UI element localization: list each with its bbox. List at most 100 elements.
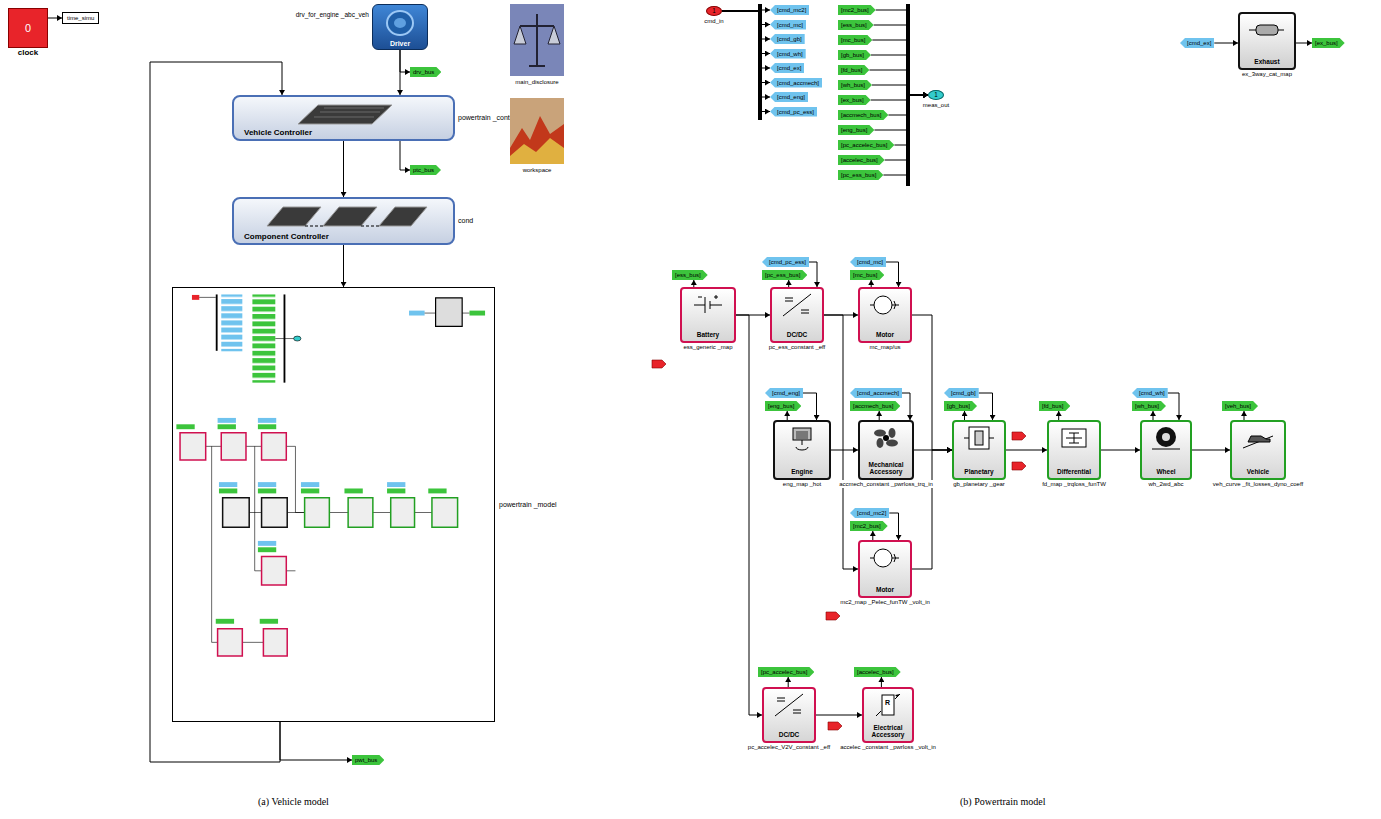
block-title: [cmd_mc]	[777, 21, 803, 29]
signal-line	[809, 262, 817, 287]
fan-icon	[868, 425, 904, 451]
subfigure-caption: (b) Powertrain model	[960, 796, 1046, 807]
block-title: [cmd_mc]	[857, 258, 883, 266]
goto-tag: [gb_bus]	[838, 50, 871, 60]
block-title: Vehicle	[1233, 469, 1283, 476]
block-label: accmech_constant _pwrloss_trq_in	[838, 480, 934, 488]
signal-line	[964, 411, 965, 420]
signal-line	[1214, 43, 1238, 44]
block-title: Differential	[1050, 469, 1098, 476]
controller-block: Component Controllercond	[232, 197, 455, 245]
block-title: [mc_bus]	[841, 36, 865, 44]
goto-tag: [pc_accelec_bus]	[838, 140, 894, 150]
signal-line	[871, 280, 872, 287]
goto-tag: [accmech_bus]	[838, 110, 888, 120]
signal-line	[693, 280, 694, 287]
block-title: time_simu	[67, 14, 94, 22]
signal-line	[343, 245, 344, 287]
from-tag: [cmd_ex]	[1180, 38, 1214, 48]
subfigure-caption: (a) Vehicle model	[258, 796, 329, 807]
signal-line	[280, 722, 352, 760]
goto-tag: [wh_bus]	[838, 80, 872, 90]
block-title: [gb_bus]	[947, 402, 970, 410]
goto-tag: [ess_bus]	[672, 270, 708, 280]
from-tag: [cmd_pc_ess]	[770, 107, 817, 117]
block-title: [cmd_ex]	[777, 64, 801, 72]
block-label: gb_planetary _gear	[952, 480, 1006, 488]
block-label: mc2_map _Pelec_funTW _volt_in	[839, 598, 931, 606]
block-title: [ess_bus]	[841, 21, 867, 29]
goto-tag: [accmech_bus]	[850, 401, 900, 411]
goto-tag: pwt_bus	[352, 755, 384, 765]
signal-line	[722, 11, 770, 97]
component-block: Differentialfd_map _trqloss_funTW	[1047, 420, 1101, 480]
component-block: DC/DCpc_accelec_V2V_constant _eff	[762, 687, 816, 743]
signal-line	[787, 411, 788, 420]
powertrain-thumbnail	[176, 294, 485, 656]
signal-line	[979, 393, 993, 420]
block-title: Battery	[683, 332, 733, 339]
signal-line	[722, 11, 770, 54]
signal-line	[736, 315, 762, 715]
from-tag: [cmd_accmech]	[850, 388, 902, 398]
goto-tag: [ex_bus]	[1312, 38, 1345, 48]
block-title: Driver	[374, 40, 426, 47]
block-title: [accelec_bus]	[857, 668, 894, 676]
icon-block: main_disclosure	[510, 4, 564, 76]
signal-line	[881, 677, 882, 687]
dcdc-icon	[771, 692, 807, 718]
from-tag: [cmd_accmech]	[770, 78, 822, 88]
goto-tag: [mc2_bus]	[838, 5, 876, 15]
signal-line	[871, 55, 928, 95]
block-title: Electrical Accessory	[865, 725, 911, 739]
goto-tag: [pc_ess_bus]	[838, 170, 883, 180]
signal-line	[150, 62, 282, 762]
from-tag: [cmd_mc]	[850, 257, 886, 267]
signal-line	[886, 262, 899, 287]
component-block: Vehicleveh_curve _fit_losses_dyno_coeff	[1230, 420, 1286, 480]
signal-line	[872, 531, 873, 540]
signal-line	[912, 315, 952, 450]
controller-block: Vehicle Controllerpowertrain _controller	[232, 95, 455, 141]
signal-line	[876, 10, 928, 95]
icon-block: workspace	[510, 98, 564, 164]
goto-tag: [mc_bus]	[838, 35, 872, 45]
from-tag: [cmd_eng]	[765, 388, 803, 398]
from-tag: [cmd_pc_ess]	[762, 257, 809, 267]
subsystem-block: powertrain _model	[172, 287, 495, 722]
component-block: Motormc_map/us	[858, 287, 912, 343]
block-label: cond	[457, 217, 474, 225]
signal-line	[400, 50, 410, 72]
block-title: [mc2_bus]	[853, 522, 881, 530]
block-title: Planetary	[955, 469, 1003, 476]
block-title: [mc2_bus]	[841, 6, 869, 14]
signal-line	[871, 95, 928, 100]
whl-icon	[1148, 425, 1184, 451]
signal-line	[788, 280, 789, 287]
signal-line	[788, 677, 789, 687]
signal-line	[343, 141, 344, 197]
goto-tag: drv_bus	[410, 67, 441, 77]
goto-tag: [fd_bus]	[1039, 401, 1070, 411]
goto-tag: [veh_bus]	[1222, 401, 1258, 411]
goto-tag: [ex_bus]	[838, 95, 871, 105]
signal-line	[872, 40, 928, 95]
block-title: 0	[9, 24, 47, 32]
bat-icon	[690, 292, 726, 318]
signal-line	[1168, 393, 1179, 420]
block-title: DC/DC	[773, 332, 821, 339]
goto-tag: [pc_accelec_bus]	[758, 667, 814, 677]
block-label: mc_map/us	[868, 343, 901, 351]
block-label: pc_ess_constant _eff	[768, 343, 827, 351]
block-title: [mc_bus]	[853, 271, 877, 279]
veh-icon	[1240, 425, 1276, 451]
block-title: [cmd_mc2]	[857, 509, 886, 517]
from-tag: [cmd_wh]	[1132, 388, 1168, 398]
inport: 1cmd_in	[706, 6, 722, 16]
signal-line	[912, 450, 952, 569]
component-block: Electrical Accessoryaccelec _constant _p…	[862, 687, 914, 743]
goto-tag: [ess_bus]	[838, 20, 874, 30]
symbol-letter: R	[885, 699, 890, 706]
